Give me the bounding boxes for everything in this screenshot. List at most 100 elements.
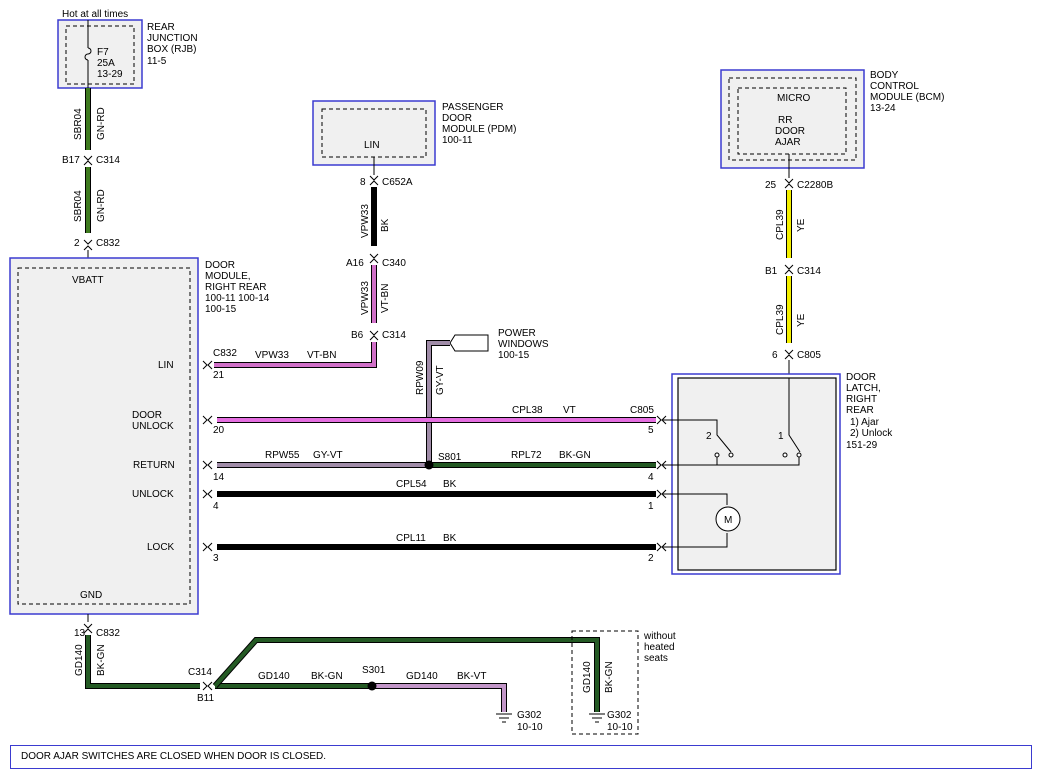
bcm-box	[720, 69, 865, 169]
svg-text:13: 13	[74, 628, 86, 639]
svg-text:LOCK: LOCK	[147, 542, 175, 553]
svg-text:YE: YE	[796, 313, 807, 327]
svg-text:6: 6	[772, 350, 778, 361]
svg-text:C832: C832	[96, 628, 120, 639]
svg-text:G302: G302	[607, 710, 632, 721]
svg-text:VT-BN: VT-BN	[380, 284, 391, 313]
power-windows-connector	[449, 334, 489, 352]
svg-text:2: 2	[648, 553, 654, 564]
svg-text:C340: C340	[382, 258, 406, 269]
svg-text:DOOR: DOOR	[775, 126, 805, 137]
svg-text:25: 25	[765, 180, 777, 191]
svg-text:CONTROL: CONTROL	[870, 81, 919, 92]
svg-text:14: 14	[213, 472, 225, 483]
vbatt-label: VBATT	[72, 275, 103, 286]
svg-text:8: 8	[360, 177, 366, 188]
svg-text:100-11: 100-11	[442, 135, 473, 146]
svg-text:C314: C314	[188, 667, 212, 678]
svg-text:GY-VT: GY-VT	[435, 365, 446, 395]
svg-text:GY-VT: GY-VT	[313, 450, 343, 461]
svg-text:C832: C832	[96, 238, 120, 249]
svg-text:A16: A16	[346, 258, 364, 269]
svg-text:2: 2	[74, 238, 80, 249]
svg-text:LIN: LIN	[158, 360, 174, 371]
svg-text:CPL38: CPL38	[512, 405, 543, 416]
svg-text:GD140: GD140	[406, 671, 438, 682]
svg-text:CPL11: CPL11	[396, 533, 426, 544]
svg-text:C314: C314	[797, 266, 821, 277]
pdm-box	[312, 100, 436, 166]
svg-text:VPW33: VPW33	[360, 204, 371, 238]
svg-text:C2280B: C2280B	[797, 180, 833, 191]
door-module-label: DOOR	[205, 260, 235, 271]
svg-text:C832: C832	[213, 348, 237, 359]
svg-text:DOOR: DOOR	[132, 410, 162, 421]
svg-text:DOOR: DOOR	[442, 113, 472, 124]
fuse-icon	[84, 47, 92, 61]
svg-text:CPL54: CPL54	[396, 479, 427, 490]
svg-text:20: 20	[213, 425, 225, 436]
svg-text:13-29: 13-29	[97, 69, 123, 80]
svg-text:C805: C805	[630, 405, 654, 416]
svg-text:VPW33: VPW33	[255, 350, 289, 361]
svg-text:10-10: 10-10	[607, 722, 633, 733]
svg-text:without: without	[643, 631, 676, 642]
svg-text:BOX (RJB): BOX (RJB)	[147, 44, 196, 55]
svg-text:B6: B6	[351, 330, 364, 341]
pdm-label: PASSENGER	[442, 102, 504, 113]
svg-text:GD140: GD140	[258, 671, 290, 682]
svg-text:CPL39: CPL39	[775, 304, 786, 335]
svg-text:GN-RD: GN-RD	[96, 107, 107, 140]
svg-text:1) Ajar: 1) Ajar	[850, 417, 880, 428]
footer-note-box: DOOR AJAR SWITCHES ARE CLOSED WHEN DOOR …	[10, 745, 1032, 769]
svg-text:100-11 100-14: 100-11 100-14	[205, 293, 270, 304]
svg-text:SBR04: SBR04	[73, 190, 84, 222]
svg-text:BK: BK	[443, 533, 457, 544]
ground-icon	[496, 713, 512, 723]
svg-text:4: 4	[213, 501, 219, 512]
svg-text:RPL72: RPL72	[511, 450, 542, 461]
svg-text:BK-VT: BK-VT	[457, 671, 486, 682]
svg-text:BK-GN: BK-GN	[559, 450, 591, 461]
svg-text:M: M	[724, 515, 732, 526]
svg-text:B11: B11	[197, 693, 214, 704]
svg-text:LIN: LIN	[364, 140, 380, 151]
svg-text:SBR04: SBR04	[73, 108, 84, 140]
svg-text:GD140: GD140	[582, 661, 593, 693]
svg-text:1: 1	[778, 431, 784, 442]
rjb-label: REAR	[147, 22, 175, 33]
svg-text:GD140: GD140	[74, 644, 85, 676]
svg-text:RIGHT: RIGHT	[846, 394, 877, 405]
splice-s301	[367, 681, 377, 691]
svg-text:13-24: 13-24	[870, 103, 896, 114]
splice-s801	[424, 460, 434, 470]
svg-text:BK-GN: BK-GN	[311, 671, 343, 682]
svg-text:VT-BN: VT-BN	[307, 350, 336, 361]
svg-text:GN-RD: GN-RD	[96, 189, 107, 222]
svg-text:2) Unlock: 2) Unlock	[850, 428, 893, 439]
svg-text:WINDOWS: WINDOWS	[498, 339, 549, 350]
gnd-label: GND	[80, 590, 102, 601]
svg-text:C805: C805	[797, 350, 821, 361]
svg-text:MICRO: MICRO	[777, 93, 811, 104]
ground-icon	[589, 713, 605, 723]
svg-text:BK: BK	[380, 218, 391, 232]
svg-text:C314: C314	[382, 330, 406, 341]
svg-text:C314: C314	[96, 155, 120, 166]
svg-text:UNLOCK: UNLOCK	[132, 421, 174, 432]
svg-text:RPW55: RPW55	[265, 450, 300, 461]
svg-text:S301: S301	[362, 665, 386, 676]
svg-text:VPW33: VPW33	[360, 281, 371, 315]
door-latch-label: DOOR	[846, 372, 876, 383]
svg-text:G302: G302	[517, 710, 542, 721]
svg-text:UNLOCK: UNLOCK	[132, 489, 174, 500]
svg-text:MODULE (PDM): MODULE (PDM)	[442, 124, 516, 135]
power-windows-label: POWER	[498, 328, 536, 339]
svg-text:3: 3	[213, 553, 219, 564]
svg-text:100-15: 100-15	[205, 304, 237, 315]
footer-note: DOOR AJAR SWITCHES ARE CLOSED WHEN DOOR …	[21, 751, 327, 762]
bcm-label: BODY	[870, 70, 899, 81]
svg-text:10-10: 10-10	[517, 722, 543, 733]
svg-text:AJAR: AJAR	[775, 137, 801, 148]
